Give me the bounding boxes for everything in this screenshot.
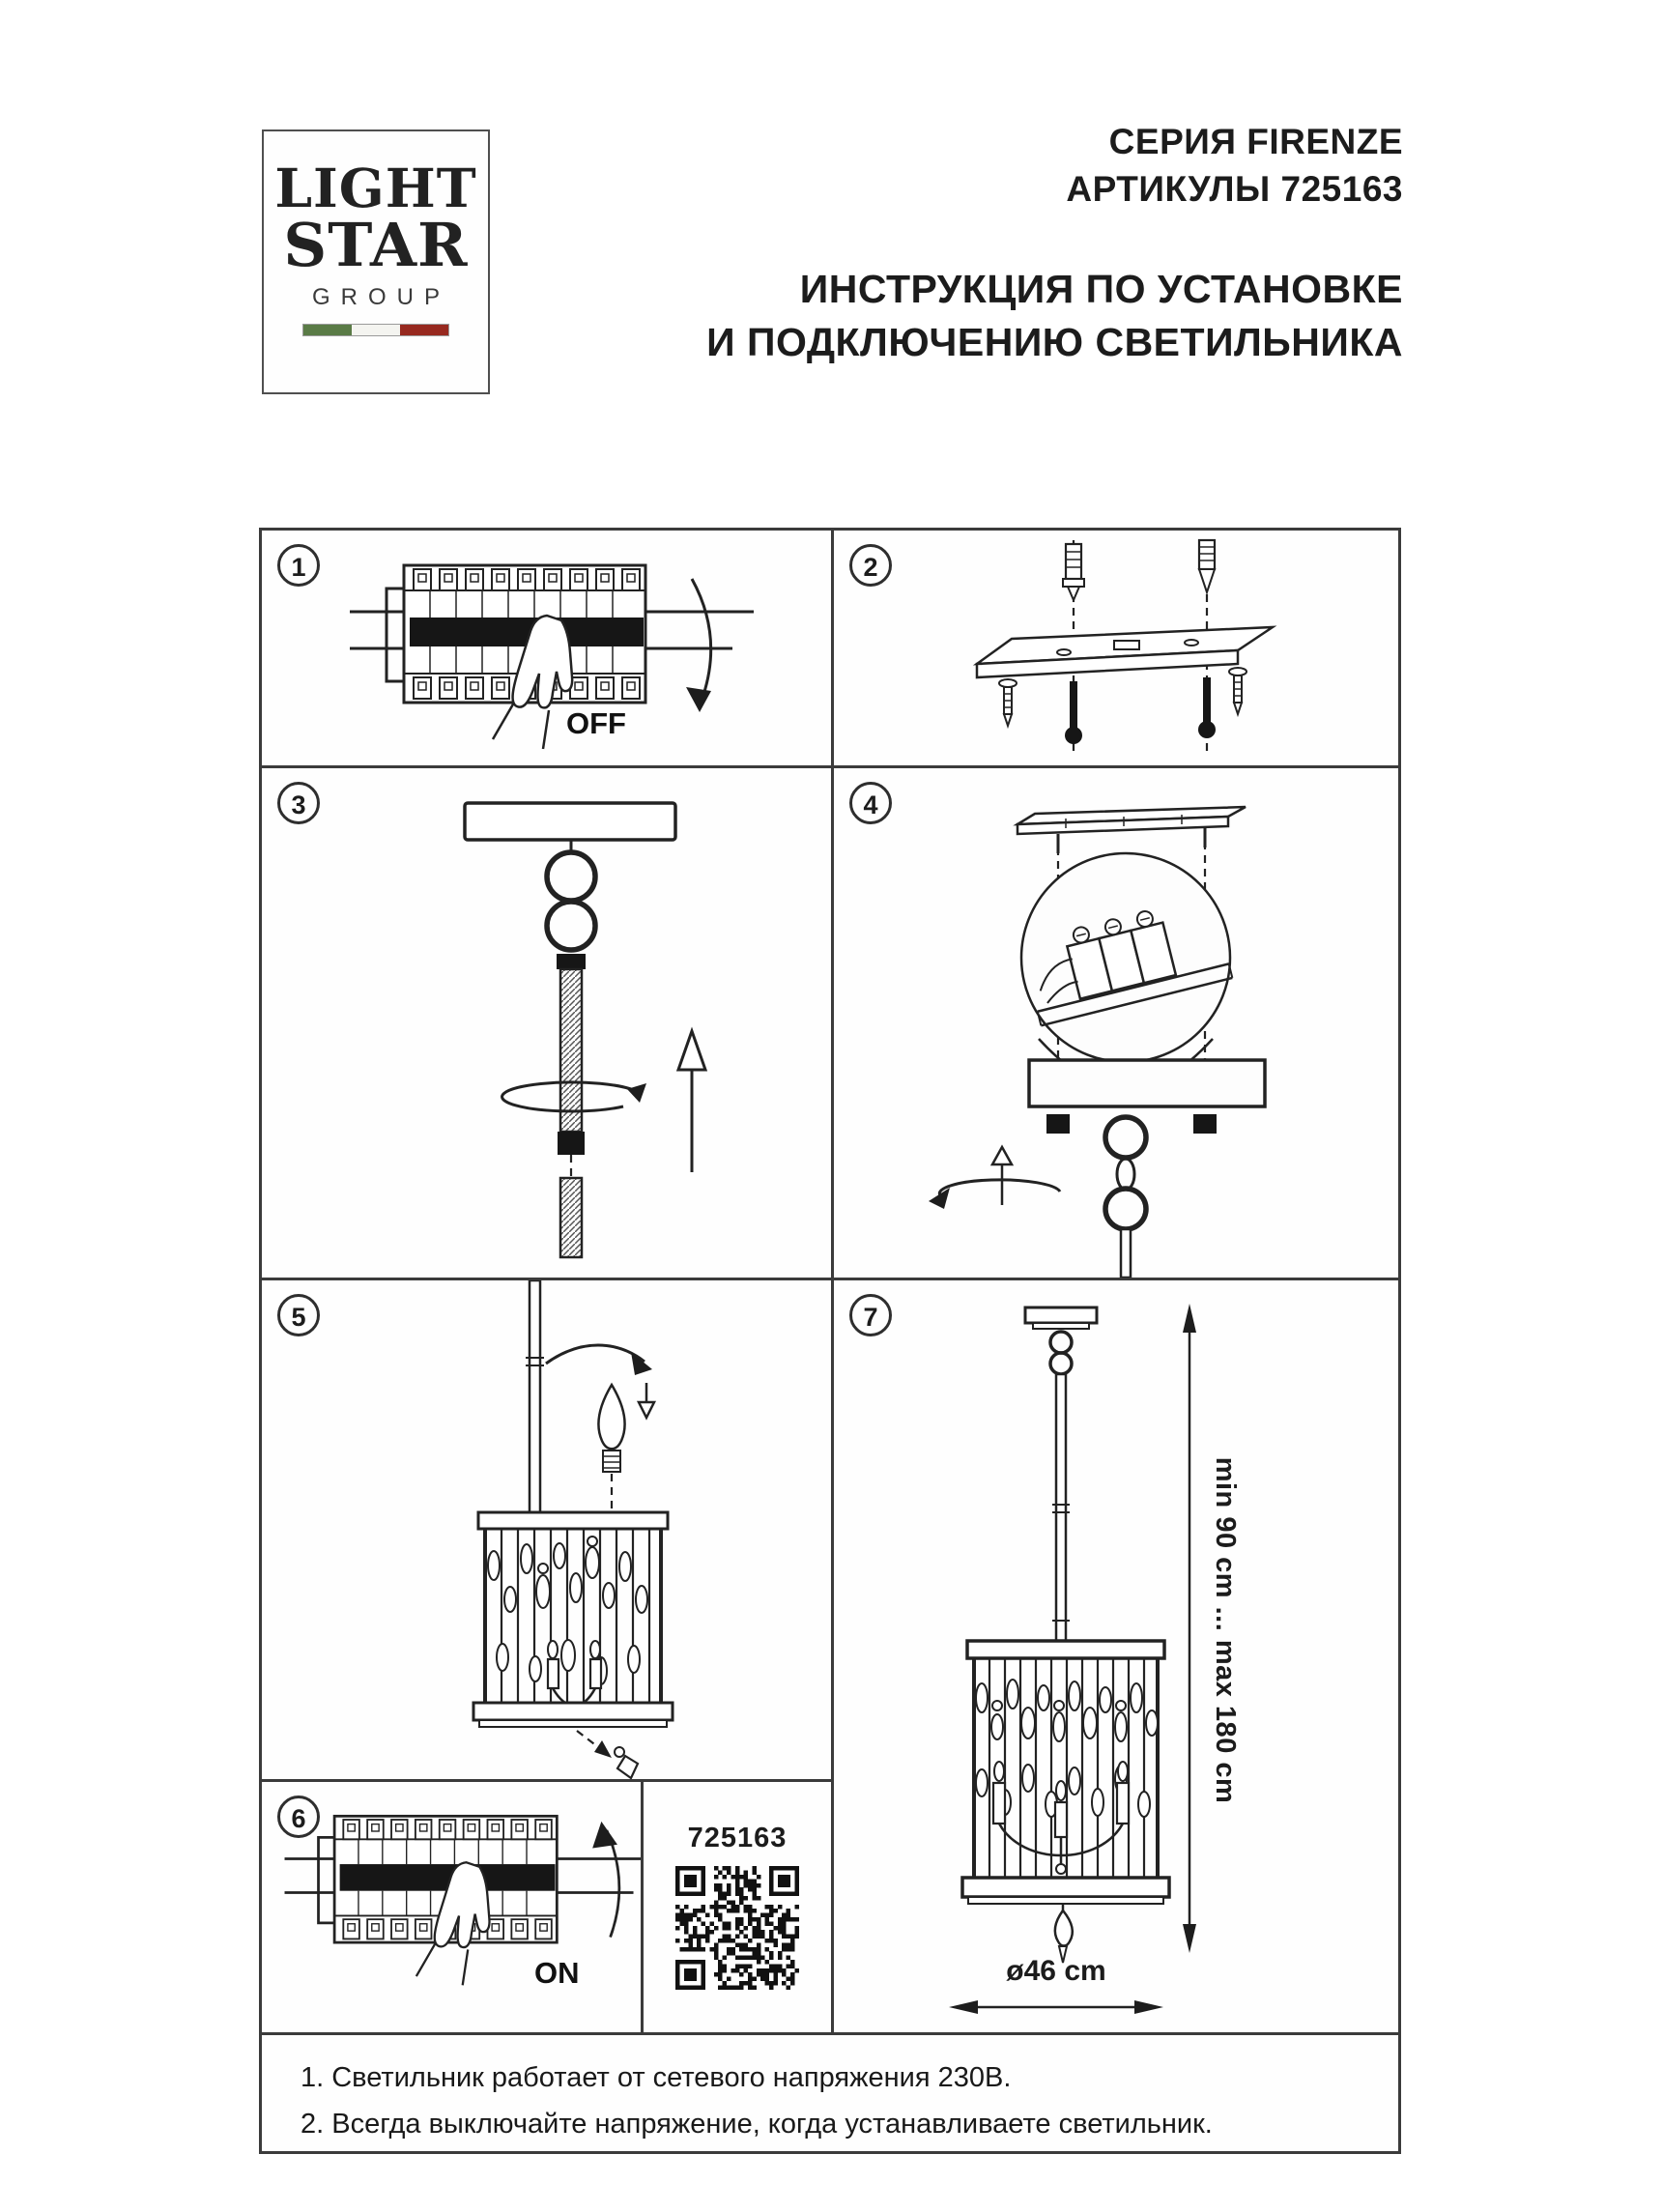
wall-anchor-left <box>1062 542 1085 603</box>
rod-assembly-illustration <box>463 801 708 1259</box>
qr-panel: 725163 <box>641 1779 834 2035</box>
mounting-bracket-illustration <box>972 538 1277 757</box>
drum-shade <box>960 1639 1171 1905</box>
pointing-hand-icon <box>491 614 574 750</box>
rotate-up-arrow-icon <box>592 1821 621 1939</box>
step-number-badge: 1 <box>277 544 320 587</box>
chandelier-dimensions-illustration <box>949 1304 1196 2014</box>
drum-shade <box>472 1510 674 1728</box>
height-dimension-label: min 90 cm ... max 180 cm <box>1210 1456 1241 1804</box>
bracket-screw-left <box>998 678 1017 730</box>
terminal-block-detail <box>1036 909 1234 1027</box>
doc-title-line1: ИНСТРУКЦИЯ ПО УСТАНОВКЕ <box>799 267 1403 311</box>
canopy <box>1027 1058 1267 1108</box>
flag-white-segment <box>352 325 400 336</box>
circuit-breaker-off-illustration <box>350 563 754 750</box>
suspension-rod <box>1054 1372 1068 1643</box>
step-panel-5: 5 <box>259 1278 834 1782</box>
qr-article-number: 725163 <box>687 1823 788 1853</box>
rotate-arrow-icon <box>929 1144 1062 1209</box>
finial-drop <box>1053 1904 1075 1964</box>
bracket-screw-right <box>1228 667 1247 718</box>
pointing-hand-icon <box>415 1861 491 1986</box>
step-number-badge: 5 <box>277 1294 320 1336</box>
italy-flag-bar <box>302 324 449 337</box>
off-label: OFF <box>566 706 626 740</box>
threaded-rod-upper <box>559 967 584 1134</box>
mounting-screw-right <box>1198 677 1216 738</box>
step-panel-6: 6 <box>259 1779 653 2035</box>
chain-link <box>1103 1114 1149 1161</box>
step-number-badge: 2 <box>849 544 892 587</box>
step-panel-3: 3 <box>259 765 834 1280</box>
logo-word-light: LIGHT <box>274 157 477 219</box>
threaded-rod-lower <box>559 1176 584 1259</box>
wiring-detail-illustration <box>929 805 1267 1278</box>
suspension-rod <box>528 1280 542 1514</box>
step-number-badge: 3 <box>277 782 320 824</box>
series-title: СЕРИЯ FIRENZE <box>1108 122 1403 161</box>
chain-link <box>1103 1186 1149 1232</box>
rotate-down-arrow-icon <box>686 578 713 712</box>
diameter-dimension-label: ø46 cm <box>1006 1955 1106 1987</box>
document-header: СЕРИЯ FIRENZE АРТИКУЛЫ 725163 ИНСТРУКЦИЯ… <box>541 118 1403 369</box>
suspension-rod <box>1119 1227 1132 1278</box>
mounting-screw-left <box>1065 681 1082 744</box>
bulb-installation-illustration <box>472 1280 674 1779</box>
chain-link <box>544 899 598 953</box>
step-number-badge: 7 <box>849 1294 892 1336</box>
doc-title-line2: И ПОДКЛЮЧЕНИЮ СВЕТИЛЬНИКА <box>706 320 1403 364</box>
step-panel-1: 1 <box>259 528 834 768</box>
note-line-2: 2. Всегда выключайте напряжение, когда у… <box>301 2109 1213 2140</box>
flag-red-segment <box>400 325 448 336</box>
logo-word-star: STAR <box>283 210 469 281</box>
candle-bulb <box>597 1382 626 1512</box>
step-panel-4: 4 <box>831 765 1401 1280</box>
on-label: ON <box>534 1956 580 1990</box>
chain-link <box>544 849 598 904</box>
crystal-pendant <box>576 1730 640 1779</box>
notes-panel: 1. Светильник работает от сетевого напря… <box>259 2032 1401 2154</box>
article-number-line: АРТИКУЛЫ 725163 <box>1066 169 1403 209</box>
flag-green-segment <box>303 325 352 336</box>
insert-arrow-icon <box>545 1343 657 1421</box>
step-number-badge: 4 <box>849 782 892 824</box>
step-panel-7: 7 <box>831 1278 1401 2035</box>
ceiling-canopy <box>1023 1306 1099 1325</box>
diameter-dimension-arrow <box>949 2000 1163 2014</box>
note-line-1: 1. Светильник работает от сетевого напря… <box>301 2062 1012 2093</box>
qr-finder-patterns <box>675 1866 799 1990</box>
step-panel-2: 2 <box>831 528 1401 768</box>
ceiling-plate <box>463 801 677 842</box>
wall-anchor-right <box>1197 538 1217 596</box>
mounting-bar <box>1013 805 1246 836</box>
step-number-badge: 6 <box>277 1795 320 1838</box>
qr-code <box>675 1866 799 1990</box>
rotate-arrow-icon <box>501 1080 646 1113</box>
circuit-breaker-on-illustration <box>284 1814 653 1986</box>
lightstar-logo: LIGHT STAR GROUP <box>262 129 490 394</box>
logo-word-group: GROUP <box>311 284 450 311</box>
ceiling-bracket <box>972 625 1277 679</box>
height-dimension-arrow <box>1183 1304 1196 1953</box>
up-arrow-icon <box>675 1026 708 1172</box>
